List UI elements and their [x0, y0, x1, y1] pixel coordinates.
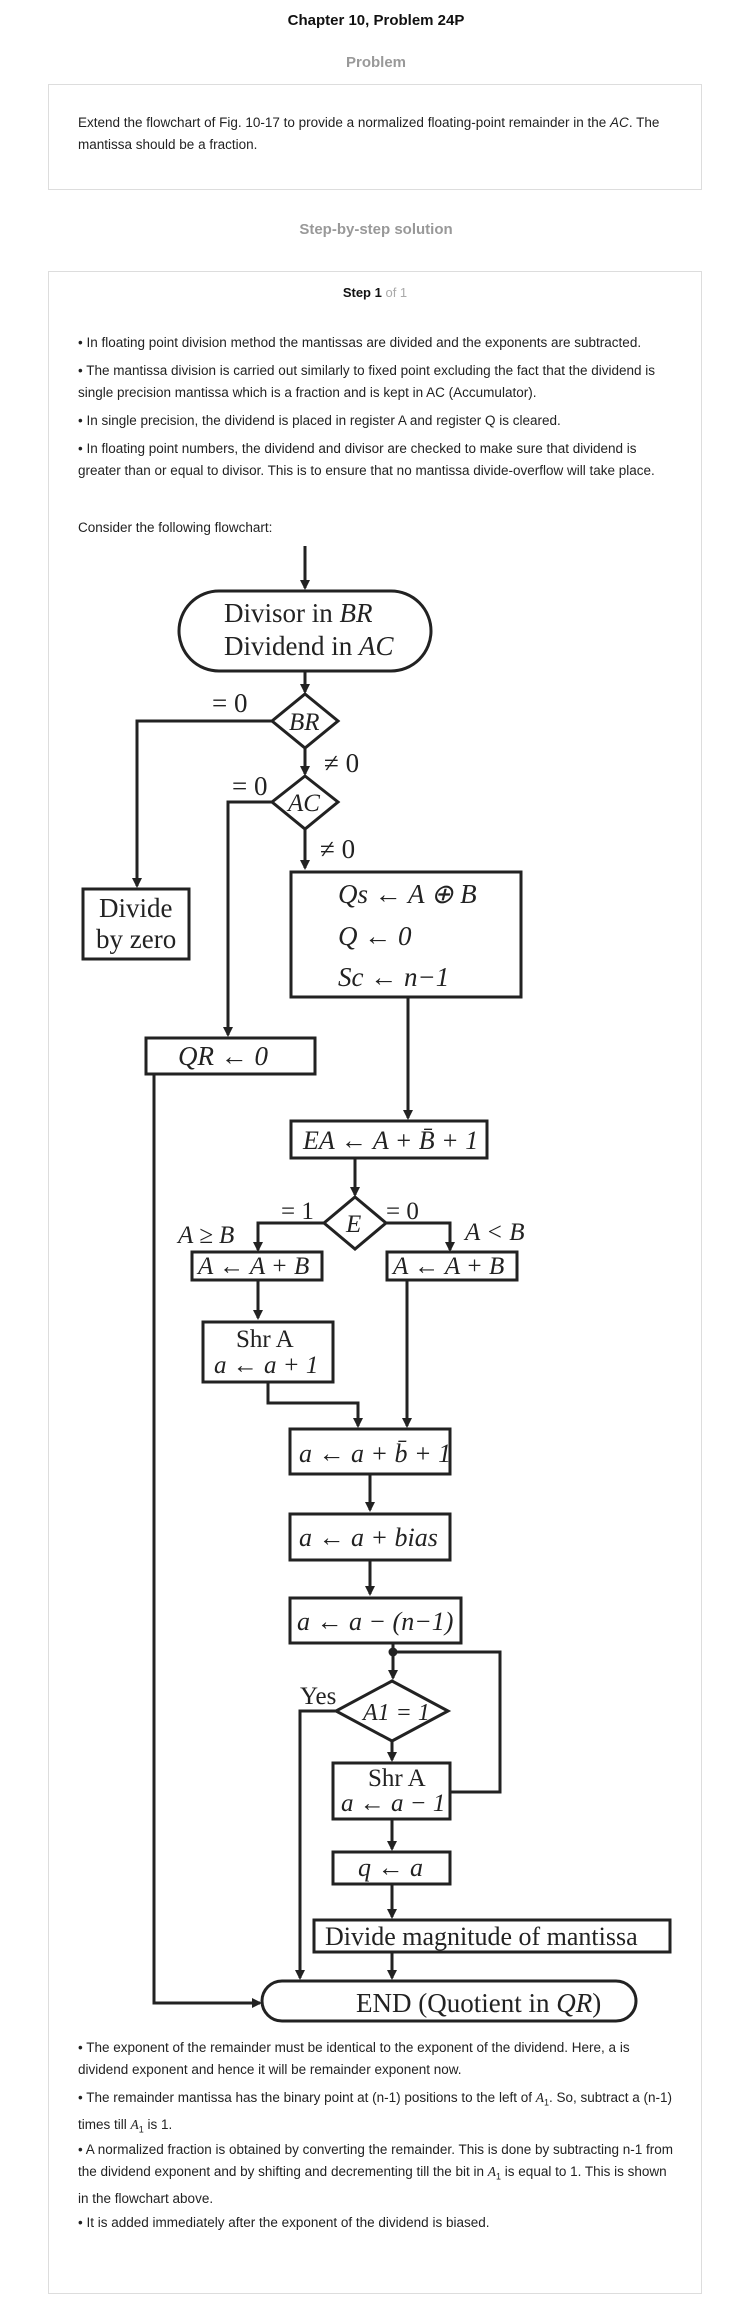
step-label: Step 1 of 1 — [49, 285, 701, 300]
solution-box: Step 1 of 1 • In floating point division… — [48, 271, 702, 2294]
problem-text: Extend the flowchart of Fig. 10-17 to pr… — [49, 85, 701, 156]
paragraph: • The exponent of the remainder must be … — [78, 2040, 630, 2077]
page-title: Chapter 10, Problem 24P — [287, 12, 465, 29]
problem-box: Extend the flowchart of Fig. 10-17 to pr… — [48, 84, 702, 190]
paragraph: • In floating point division method the … — [78, 335, 642, 350]
paragraph: • In single precision, the dividend is p… — [78, 413, 561, 428]
problem-heading: Problem — [345, 54, 406, 71]
problem-text-part: . The mantissa should be a fraction. — [78, 115, 660, 152]
paragraph: • The remainder mantissa has the binary … — [78, 2090, 673, 2135]
step-number: Step 1 — [342, 285, 382, 300]
solution-heading: Step-by-step solution — [299, 221, 453, 238]
paragraph: • The mantissa division is carried out s… — [78, 363, 656, 400]
paragraph: • In floating point numbers, the dividen… — [78, 441, 655, 478]
problem-text-em: AC — [610, 115, 629, 130]
problem-text-part: Extend the flowchart of Fig. 10-17 to pr… — [78, 115, 611, 130]
paragraph: Consider the following flowchart: — [78, 520, 273, 535]
step-of: of 1 — [385, 285, 408, 300]
paragraph: • It is added immediately after the expo… — [78, 2215, 490, 2230]
paragraph: • A normalized fraction is obtained by c… — [78, 2142, 674, 2206]
